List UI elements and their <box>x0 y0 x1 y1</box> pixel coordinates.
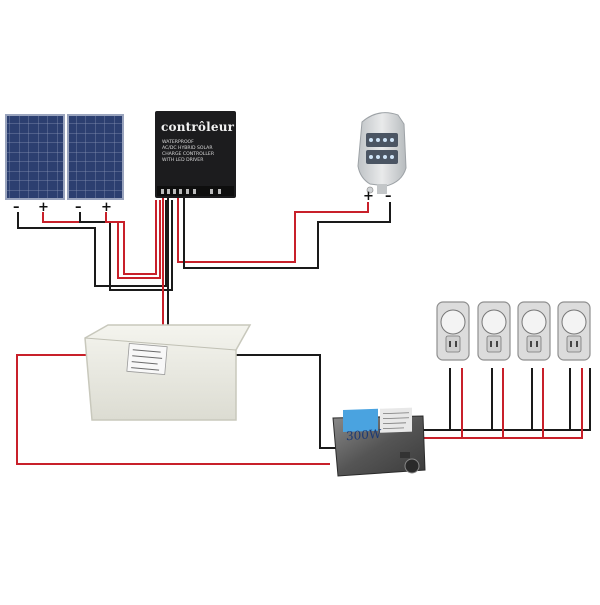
power-inverter <box>332 407 426 477</box>
inverter-spec-panel <box>380 407 412 433</box>
inverter-rating: 300W <box>346 426 382 444</box>
wire-panel1-negative <box>17 200 167 287</box>
outlet-4 <box>557 301 591 361</box>
wire-outlets-positive <box>423 368 583 439</box>
controller-brand: contrôleur <box>161 120 235 134</box>
panel2-positive-label: + <box>101 200 112 215</box>
charge-controller-icon <box>155 111 236 198</box>
wire-inverter-positive <box>16 354 330 465</box>
led-module-2 <box>366 150 398 164</box>
lamp-positive-label: + <box>363 189 374 204</box>
wire-panel2-negative <box>79 200 173 291</box>
battery-label-lines <box>131 349 163 371</box>
power-outlets <box>436 301 591 361</box>
lamp-screw <box>366 186 374 194</box>
panel1-positive-label: + <box>38 200 49 215</box>
solar-panel-icon <box>67 114 124 200</box>
inverter-spec-lines <box>383 412 409 430</box>
inverter-display <box>343 408 378 433</box>
wire-lamp-negative <box>183 198 391 269</box>
controller-terminals <box>161 189 221 194</box>
charge-controller <box>155 111 236 198</box>
wire-panel1-positive <box>42 200 161 279</box>
led-street-light-icon <box>357 112 407 187</box>
solar-panel-2 <box>67 114 124 200</box>
inverter-switch <box>400 452 410 458</box>
led-street-light <box>357 112 407 194</box>
solar-panel-icon <box>5 114 65 200</box>
wire-lamp-positive <box>177 198 369 263</box>
battery-box-icon <box>84 324 252 421</box>
outlet-3 <box>517 301 551 361</box>
battery-box-lid-edge <box>84 337 237 351</box>
wire-inverter-negative <box>232 354 336 449</box>
wire-panel2-positive <box>105 200 157 275</box>
battery-label <box>126 342 168 376</box>
wire-outlets-negative <box>423 368 571 431</box>
inverter-socket <box>404 458 420 474</box>
wires <box>16 198 591 465</box>
controller-description: WATERPROOF AC/DC HYBRID SOLAR CHARGE CON… <box>162 140 215 163</box>
lamp-negative-label: – <box>385 189 392 204</box>
panel1-negative-label: – <box>13 200 20 215</box>
led-dots <box>369 138 394 159</box>
wire-outlets-negative-2 <box>423 368 591 431</box>
lamp-neck <box>377 184 387 194</box>
battery-box <box>84 324 252 421</box>
solar-panel-1 <box>5 114 65 200</box>
panel2-negative-label: – <box>75 200 82 215</box>
led-module-1 <box>366 133 398 147</box>
outlet-2 <box>477 301 511 361</box>
outlet-1 <box>436 301 470 361</box>
